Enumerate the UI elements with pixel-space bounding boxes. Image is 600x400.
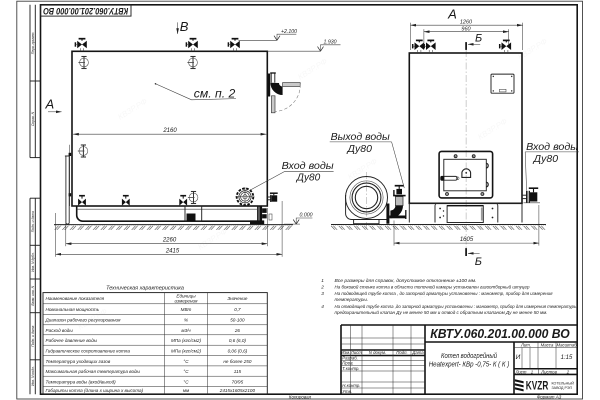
svg-text:Взам. инв. N: Взам. инв. N [31,285,35,305]
svg-text:Лист: Лист [514,369,526,374]
svg-text:температуры.: температуры. [335,297,369,302]
svg-text:мм: мм [183,388,190,393]
svg-text:Вход воды: Вход воды [526,142,579,153]
svg-text:Гидравлическое сопротивление к: Гидравлическое сопротивление котла [46,348,131,353]
svg-text:°С: °С [183,379,189,384]
svg-text:50-100: 50-100 [230,318,245,323]
svg-text:3: 3 [321,291,324,296]
svg-text:2: 2 [320,285,324,290]
svg-text:МПа (кгс/см2): МПа (кгс/см2) [171,338,201,343]
svg-text:На отводящей трубе котла ,до з: На отводящей трубе котла ,до запорной ар… [335,303,579,309]
svg-text:Масса: Масса [541,343,554,348]
svg-text:И: И [516,354,521,361]
svg-text:1.930: 1.930 [324,39,337,45]
svg-text:На боковой стенке котла в обла: На боковой стенке котла в области топочн… [335,284,530,290]
svg-text:Дата: Дата [411,350,424,355]
svg-text:Масштаб: Масштаб [556,343,577,348]
svg-text:0,7: 0,7 [234,307,241,312]
svg-text:2415х1605х2100: 2415х1605х2100 [219,388,256,393]
svg-text:не более 250: не более 250 [223,359,251,364]
svg-text:1605: 1605 [460,237,474,243]
svg-text:м3/ч: м3/ч [181,328,191,333]
svg-text:КОТЕЛЬНЫЙ: КОТЕЛЬНЫЙ [552,381,575,385]
svg-text:0,06 (0,6): 0,06 (0,6) [228,348,248,353]
svg-text:Ду80: Ду80 [533,154,559,165]
svg-text:4: 4 [321,304,324,309]
svg-text:Диапазон рабочего регулировани: Диапазон рабочего регулирования [45,318,122,323]
svg-text:Разраб.: Разраб. [342,356,358,361]
svg-text:Котел водогрейный: Котел водогрейный [441,352,497,360]
svg-text:Лит.: Лит. [520,343,531,348]
svg-text:Ду80: Ду80 [346,144,372,155]
svg-text:1: 1 [531,369,534,374]
svg-text:МВт: МВт [181,307,192,312]
svg-text:1:15: 1:15 [561,355,573,361]
svg-text:Копировал: Копировал [289,394,312,399]
svg-text:Лист: Лист [350,350,362,355]
svg-text:измерения: измерения [175,298,199,303]
svg-text:70/95: 70/95 [232,379,244,384]
svg-text:0,6 (6,0): 0,6 (6,0) [229,338,247,343]
svg-text:см. п. 2: см. п. 2 [194,88,236,100]
svg-text:МПа (кгс/см2): МПа (кгс/см2) [171,348,201,353]
svg-text:Подп. и дата: Подп. и дата [31,211,35,232]
svg-text:Инв. N подл.: Инв. N подл. [31,366,35,386]
svg-text:Н.контр.: Н.контр. [342,383,360,388]
svg-text:960: 960 [461,26,471,32]
svg-text:Максимальная рабочая температу: Максимальная рабочая температура воды [46,369,141,374]
svg-text:Вход воды: Вход воды [282,161,335,172]
svg-text:Утв.: Утв. [342,389,352,394]
svg-text:Подп.: Подп. [396,350,407,355]
svg-text:Единицы: Единицы [176,293,196,298]
svg-text:Номинальная мощность: Номинальная мощность [46,307,100,312]
svg-text:Изм.: Изм. [341,350,350,355]
svg-text:2415: 2415 [165,248,180,254]
svg-text:Техническая характеристика: Техническая характеристика [106,285,184,291]
svg-text:°С: °С [183,369,189,374]
svg-text:А: А [45,97,55,112]
svg-text:Б: Б [475,33,482,45]
svg-text:1: 1 [321,278,324,283]
svg-text:Б: Б [475,256,482,268]
svg-text:Расход воды: Расход воды [46,328,74,333]
svg-text:115: 115 [234,369,242,374]
svg-text:Т.контр.: Т.контр. [342,366,359,371]
svg-text:1260: 1260 [460,19,473,25]
svg-text:Листов: Листов [540,369,557,374]
svg-text:°С: °С [183,359,189,364]
svg-text:Инв. N дубл.: Инв. N дубл. [31,252,35,272]
svg-text:Справ. N: Справ. N [31,111,35,126]
svg-text:2: 2 [566,369,570,374]
svg-text:Подп. и дата: Подп. и дата [31,325,35,346]
svg-text:Наименование показателя: Наименование показателя [46,296,105,301]
svg-text:%: % [184,318,188,323]
svg-text:Выход воды: Выход воды [331,132,391,143]
svg-text:предохранительный клапан Ду н: предохранительный клапан Ду не менее 50 … [335,309,548,315]
svg-text:2260: 2260 [162,238,177,244]
svg-text:На подводящей трубе котла ,: На подводящей трубе котла , до запорной … [335,290,553,296]
svg-text:Пров.: Пров. [342,360,353,365]
svg-text:Перв. примен.: Перв. примен. [31,32,35,55]
svg-text:КВТУ.060.201.00.000 ВО: КВТУ.060.201.00.000 ВО [43,5,128,16]
svg-text:Рабочее давление воды: Рабочее давление воды [46,338,98,343]
svg-text:26: 26 [234,328,241,333]
svg-text:Температура воды (вход/выход): Температура воды (вход/выход) [46,379,117,384]
svg-text:ЗАВОД РЭП: ЗАВОД РЭП [552,386,573,390]
svg-text:Все размеры для справок, допу: Все размеры для справок, допустимое откл… [335,278,477,283]
svg-text:KVZR: KVZR [526,379,549,393]
svg-text:КВТУ.060.201.00.000 ВО: КВТУ.060.201.00.000 ВО [430,327,570,341]
svg-text:В: В [180,19,189,34]
svg-text:Heatexpert- КВр -0,75- К ( К ): Heatexpert- КВр -0,75- К ( К ) [429,361,510,368]
svg-text:Температура уходящих газов: Температура уходящих газов [46,359,111,364]
svg-text:N докум.: N докум. [369,350,386,355]
svg-text:Ду80: Ду80 [296,173,321,184]
svg-text:Формат А3: Формат А3 [537,394,562,399]
svg-text:+2.100: +2.100 [281,29,297,35]
svg-text:А: А [447,6,457,21]
svg-text:2160: 2160 [162,128,177,134]
svg-text:0.000: 0.000 [300,213,313,219]
svg-text:Значение: Значение [227,296,248,301]
svg-text:Габариты котла (длина х ширина: Габариты котла (длина х ширина х высота) [46,388,144,393]
